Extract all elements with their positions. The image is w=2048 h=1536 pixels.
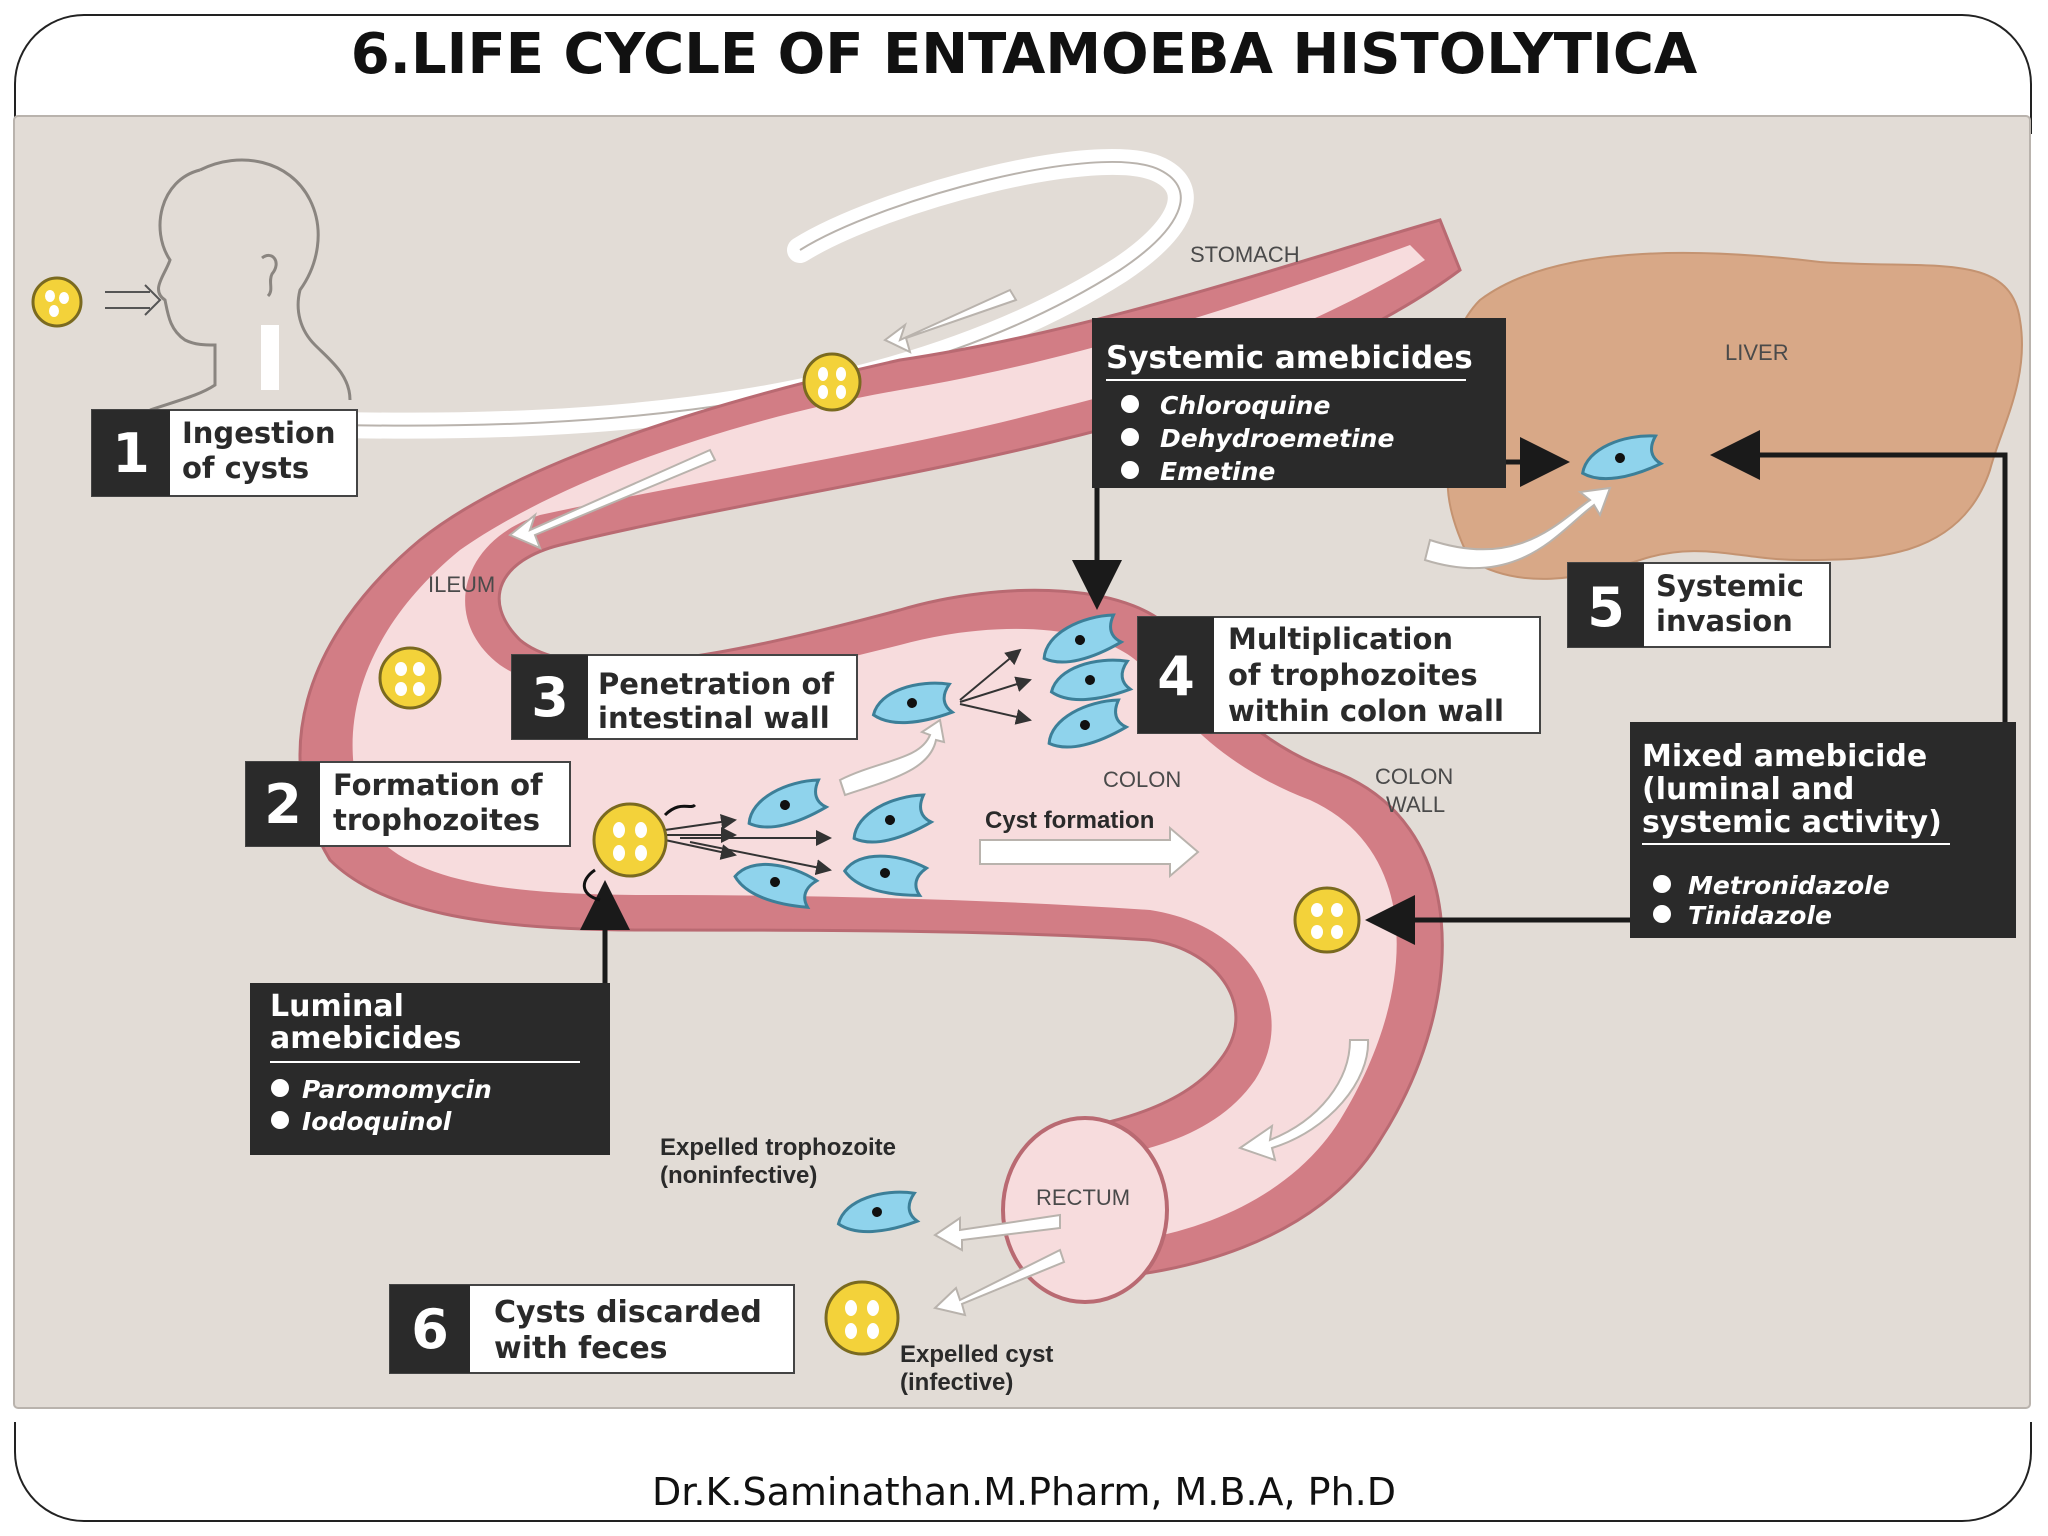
luminal-amebicides-box: Luminal amebicides Paromomycin Iodoquino…: [250, 983, 610, 1155]
step-6-line-2: with feces: [494, 1331, 668, 1366]
step-5-line-1: Systemic: [1656, 569, 1804, 603]
slide-frame-top: [14, 14, 2032, 134]
step-1-number: 1: [112, 422, 150, 485]
esophagus-outline: [339, 161, 1182, 427]
label-liver: LIVER: [1725, 340, 1789, 365]
slide-footer-author: Dr.K.Saminathan.M.Pharm, M.B.A, Ph.D: [651, 1470, 1397, 1514]
step-2-label: 2 Formation of trophozoites: [245, 761, 571, 847]
label-stomach: STOMACH: [1190, 242, 1300, 267]
systemic-drug-2: Dehydroemetine: [1160, 424, 1394, 453]
slide-title: 6.LIFE CYCLE OF ENTAMOEBA HISTOLYTICA: [350, 22, 1698, 87]
expelled-cyst-label-2: (infective): [900, 1369, 1013, 1396]
expelled-cyst-label-1: Expelled cyst: [900, 1341, 1053, 1368]
step-3-line-2: intestinal wall: [598, 701, 830, 735]
systemic-drug-3: Emetine: [1160, 457, 1275, 486]
label-colon-wall-1: COLON: [1375, 764, 1453, 789]
luminal-drug-2: Iodoquinol: [302, 1107, 452, 1136]
division-arrows: [664, 648, 1032, 876]
step-5-line-2: invasion: [1656, 604, 1793, 638]
mixed-drug-1: Metronidazole: [1688, 871, 1890, 900]
step-1-label: 1 Ingestion of cysts: [91, 409, 358, 497]
cysts: [31, 276, 1361, 1356]
step-1-line-1: Ingestion: [182, 416, 336, 450]
mixed-title-2: (luminal and: [1642, 772, 1854, 807]
step-4-number: 4: [1157, 645, 1195, 708]
step-6-number: 6: [411, 1298, 449, 1361]
flow-arrows: [508, 288, 1612, 1317]
step-5-number: 5: [1587, 576, 1625, 639]
step-4-line-1: Multiplication: [1228, 622, 1453, 656]
step-6-label: 6 Cysts discarded with feces: [389, 1284, 795, 1374]
step-3-label: 3 Penetration of intestinal wall: [511, 654, 858, 740]
step-2-number: 2: [264, 773, 302, 836]
step-6-line-1: Cysts discarded: [494, 1295, 762, 1330]
label-colon: COLON: [1103, 767, 1181, 792]
liver-shape: [1444, 251, 2023, 580]
luminal-title-1: Luminal: [270, 989, 404, 1024]
drug-arrows: [580, 430, 2008, 985]
mixed-amebicide-box: Mixed amebicide (luminal and systemic ac…: [1630, 722, 2016, 938]
mixed-title-1: Mixed amebicide: [1642, 739, 1927, 774]
step-1-line-2: of cysts: [182, 451, 309, 485]
systemic-amebicides-box: Systemic amebicides Chloroquine Dehydroe…: [1092, 318, 1506, 488]
luminal-title-2: amebicides: [270, 1021, 461, 1056]
expelled-troph-label-1: Expelled trophozoite: [660, 1134, 896, 1161]
step-4-line-3: within colon wall: [1228, 694, 1504, 728]
trophozoites: [733, 434, 1665, 1234]
luminal-drug-1: Paromomycin: [302, 1075, 492, 1104]
mixed-title-3: systemic activity): [1642, 805, 1942, 840]
mixed-drug-2: Tinidazole: [1688, 901, 1832, 930]
expelled-troph-label-2: (noninfective): [660, 1162, 817, 1189]
step-4-label: 4 Multiplication of trophozoites within …: [1137, 616, 1541, 734]
label-colon-wall-2: WALL: [1386, 792, 1445, 817]
systemic-title: Systemic amebicides: [1106, 340, 1473, 376]
head-silhouette: [149, 158, 352, 412]
step-3-line-1: Penetration of: [598, 667, 834, 701]
label-rectum: RECTUM: [1036, 1185, 1130, 1210]
step-3-number: 3: [531, 666, 569, 729]
systemic-drug-1: Chloroquine: [1160, 391, 1330, 420]
cyst-formation-label: Cyst formation: [985, 807, 1154, 834]
label-ileum: ILEUM: [428, 572, 495, 597]
step-5-label: 5 Systemic invasion: [1567, 562, 1831, 648]
step-4-line-2: of trophozoites: [1228, 658, 1478, 692]
step-2-line-1: Formation of: [333, 768, 543, 802]
rectum-opening: [1001, 1116, 1169, 1304]
ingestion-arrow: [105, 284, 162, 316]
step-2-line-2: trophozoites: [333, 803, 540, 837]
